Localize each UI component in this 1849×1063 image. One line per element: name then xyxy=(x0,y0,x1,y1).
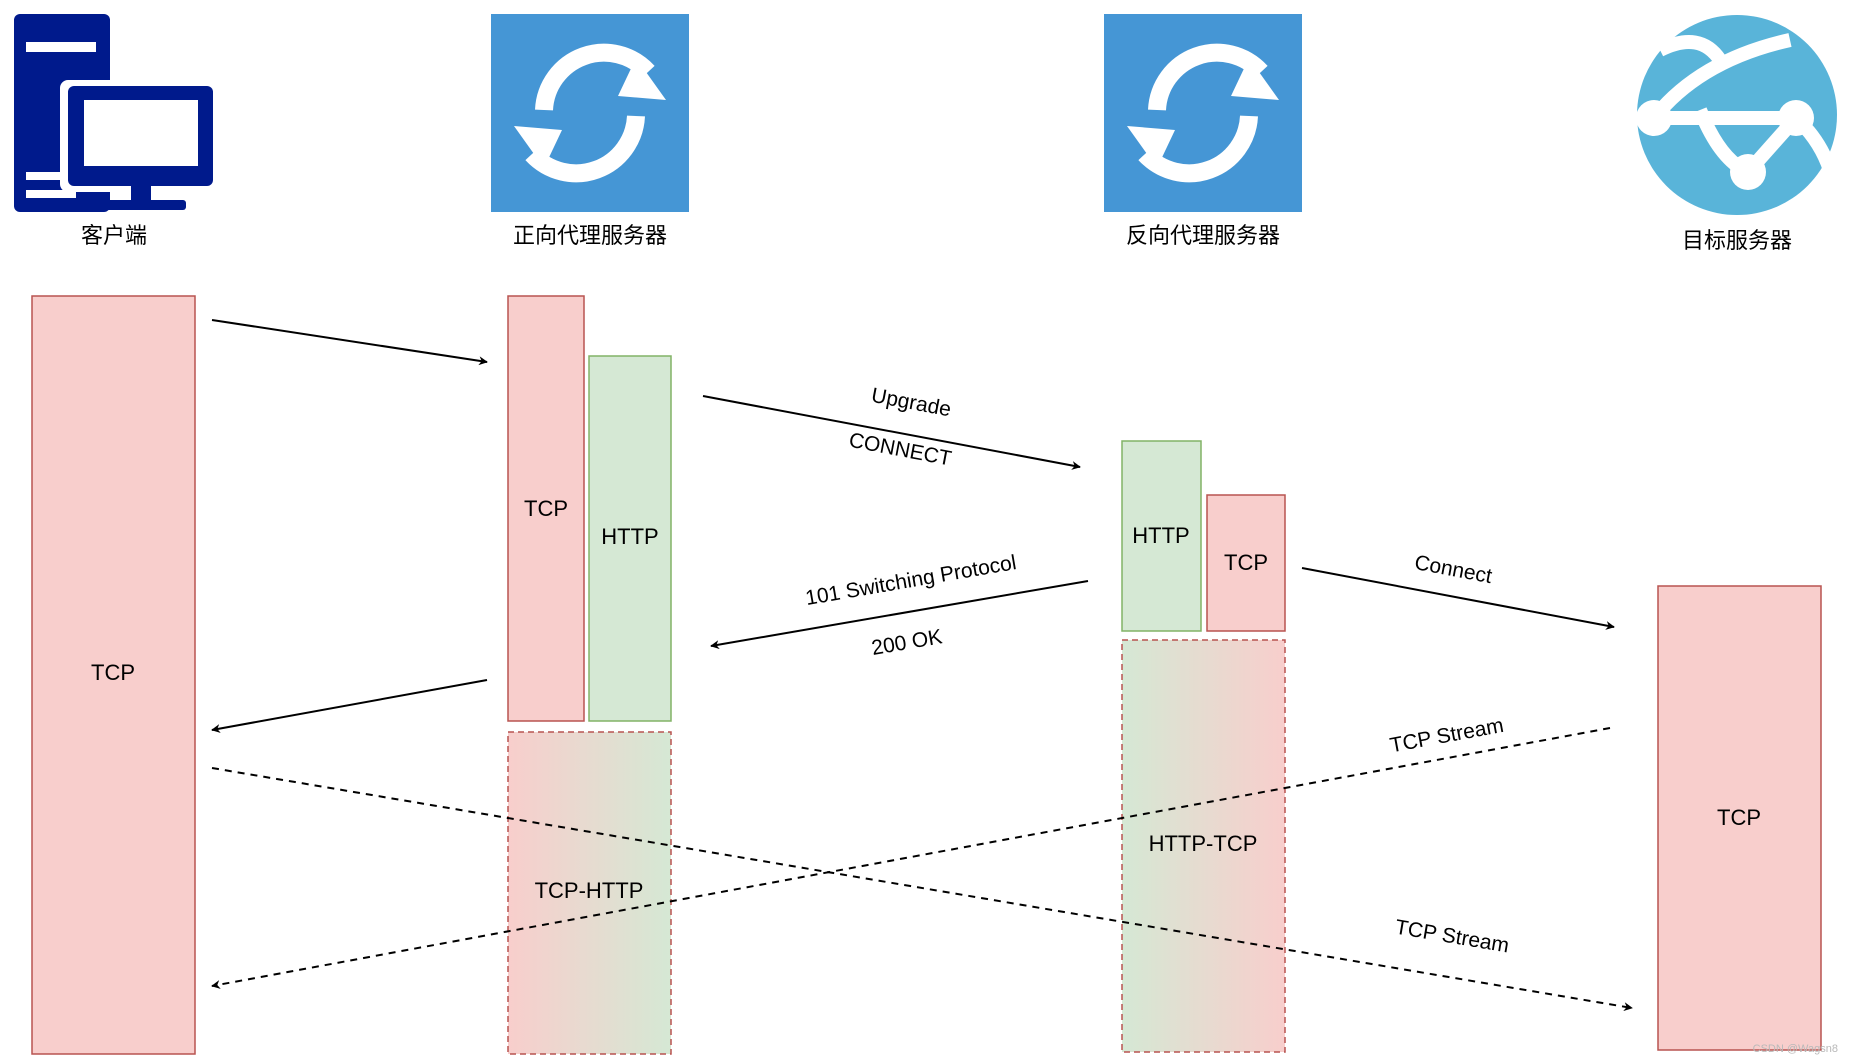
tcp-stream-forward-label: TCP Stream xyxy=(1393,916,1510,958)
reverse-proxy-tunnel-block: HTTP-TCP xyxy=(1121,639,1286,1053)
switching-protocol-label: 101 Switching Protocol xyxy=(804,551,1018,610)
target-globe-network-icon xyxy=(1636,15,1837,215)
reverse-proxy-label: 反向代理服务器 xyxy=(1126,223,1280,248)
upgrade-label: Upgrade xyxy=(869,384,952,422)
arrow-switching-ok xyxy=(710,580,1089,650)
forward-proxy-http-block: HTTP xyxy=(588,355,672,722)
arrow-upgrade-connect xyxy=(702,395,1081,470)
client-label: 客户端 xyxy=(81,223,147,248)
forward-proxy-sync-icon xyxy=(491,14,689,212)
arrow-connect xyxy=(1301,567,1615,630)
target-tcp-label: TCP xyxy=(1717,805,1761,830)
forward-proxy-tunnel-block: TCP-HTTP xyxy=(507,731,672,1055)
reverse-proxy-tunnel-label: HTTP-TCP xyxy=(1149,831,1258,856)
arrow-forward-proxy-to-client xyxy=(211,679,488,733)
forward-proxy-tcp-block: TCP xyxy=(507,295,585,722)
watermark: CSDN @Wagsn8 xyxy=(1753,1043,1838,1055)
client-computer-icon xyxy=(14,14,218,212)
connect-label: Connect xyxy=(1413,551,1494,588)
forward-proxy-label: 正向代理服务器 xyxy=(513,223,667,248)
reverse-proxy-tcp-label: TCP xyxy=(1224,550,1268,575)
tcp-stream-back-label: TCP Stream xyxy=(1388,714,1505,758)
arrow-client-to-forward-proxy xyxy=(211,319,488,366)
arrow-tcp-stream-forward xyxy=(211,767,1633,1012)
ok-label: 200 OK xyxy=(870,625,944,660)
target-server-label: 目标服务器 xyxy=(1682,228,1792,253)
connect-method-label: CONNECT xyxy=(847,429,953,471)
reverse-proxy-http-block: HTTP xyxy=(1121,440,1202,632)
forward-proxy-tcp-label: TCP xyxy=(524,496,568,521)
client-tcp-block: TCP xyxy=(31,295,196,1055)
reverse-proxy-http-label: HTTP xyxy=(1132,523,1189,548)
forward-proxy-tunnel-label: TCP-HTTP xyxy=(535,878,644,903)
arrow-tcp-stream-back xyxy=(211,727,1611,989)
forward-proxy-http-label: HTTP xyxy=(601,524,658,549)
client-tcp-label: TCP xyxy=(91,660,135,685)
reverse-proxy-sync-icon xyxy=(1104,14,1302,212)
reverse-proxy-tcp-block: TCP xyxy=(1206,494,1286,632)
target-tcp-block: TCP xyxy=(1657,585,1822,1051)
